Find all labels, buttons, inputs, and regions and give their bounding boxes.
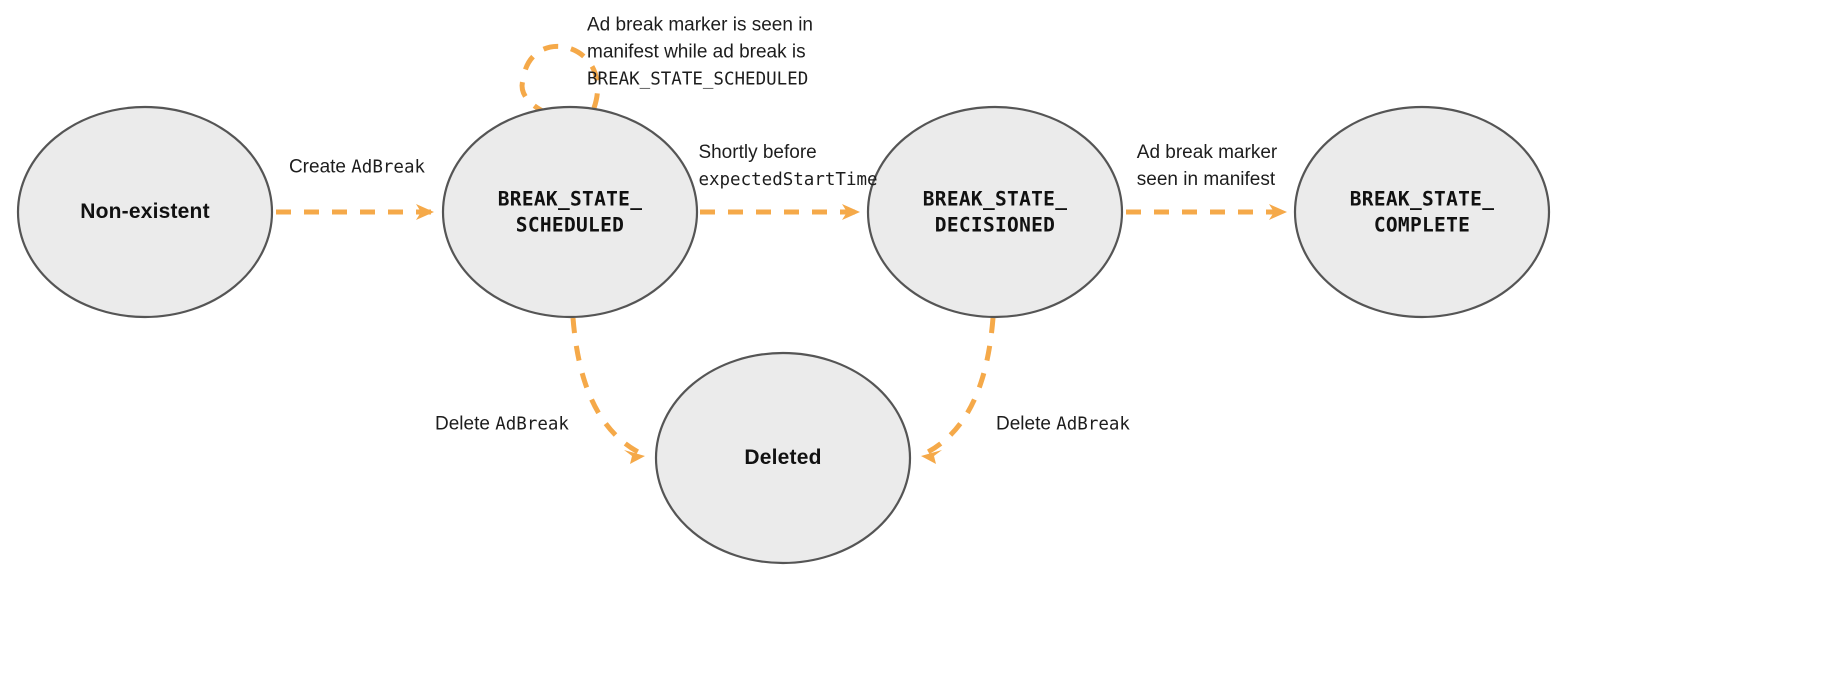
edge-delete-adbreak-from-decisioned [921,317,996,464]
node-non-existent[interactable] [16,105,274,319]
node-break-state-decisioned[interactable] [866,105,1124,319]
edge-ad-break-marker-seen-in-manifest [1126,204,1287,220]
edge-arrowhead-delete-from-scheduled [624,450,645,464]
node-deleted[interactable] [654,351,912,565]
edge-shortly-before-expected-start-time [700,204,860,220]
node-break-state-scheduled[interactable] [441,105,699,319]
edge-path-delete-from-scheduled [570,317,642,456]
edge-path-self-loop-marker-seen [519,43,600,122]
edge-create-adbreak [276,204,434,220]
edge-arrowhead-delete-from-decisioned [921,450,942,464]
edge-arrowhead-marker-seen-manifest [1269,204,1287,220]
edge-path-delete-from-decisioned [924,317,996,456]
edge-delete-adbreak-from-scheduled [570,317,645,464]
node-break-state-complete[interactable] [1293,105,1551,319]
edge-arrowhead-create-adbreak [416,204,434,220]
edge-arrowhead-shortly-before [842,204,860,220]
